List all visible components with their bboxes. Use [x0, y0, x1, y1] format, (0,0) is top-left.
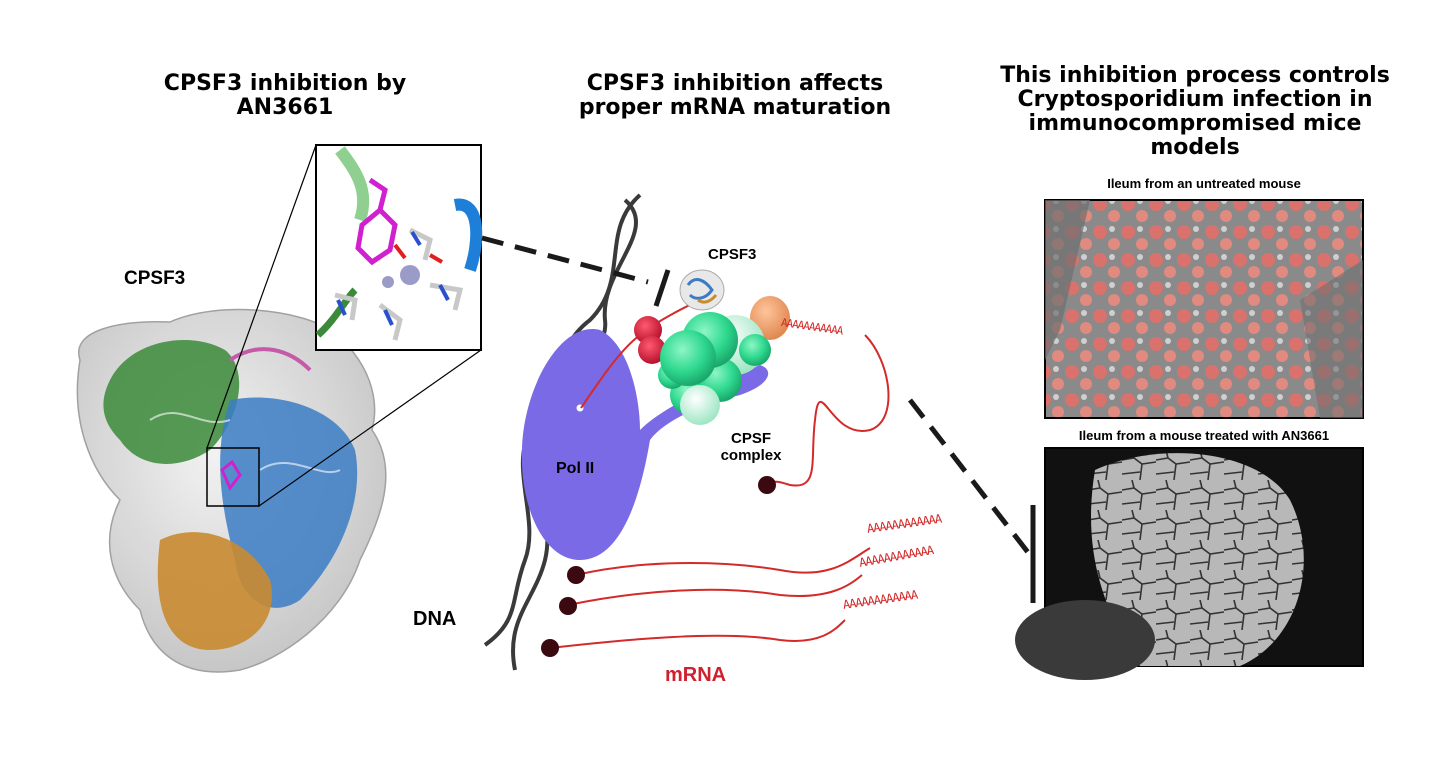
ligand-magenta — [355, 177, 398, 266]
pink-loop — [228, 347, 312, 372]
binding-site-inset — [315, 144, 483, 351]
ligand-small — [220, 459, 242, 491]
mature-mrnas — [541, 547, 871, 657]
untreated-caption: Ileum from an untreated mouse — [1107, 176, 1301, 191]
micrograph-untreated — [1044, 199, 1364, 419]
right-panel-title: This inhibition process controls Cryptos… — [1000, 63, 1390, 160]
cpsf3-complex-subunit-label: CPSF3 — [708, 246, 757, 263]
dna-label: DNA — [413, 608, 457, 630]
blue-domain — [220, 397, 358, 608]
inhibition-bar-left — [653, 269, 671, 307]
middle-panel-title: CPSF3 inhibition affects proper mRNA mat… — [578, 71, 892, 120]
polya-mrna-top — [758, 334, 890, 494]
mrna-label: mRNA — [665, 664, 727, 686]
inhibition-dash-right — [908, 398, 1032, 557]
cpsf3-mini-structure — [679, 269, 725, 311]
pol2-label: Pol II — [556, 460, 595, 477]
left-panel-title: CPSF3 inhibition by AN3661 — [163, 71, 407, 120]
micrograph-treated — [1015, 447, 1364, 680]
metal-ion — [400, 265, 420, 285]
cpsf-complex-label: CPSF complex — [720, 430, 782, 464]
inhibition-dash-left — [481, 235, 649, 285]
binding-site-box — [206, 447, 260, 507]
cpsf3-protein-structure — [76, 144, 482, 673]
cpsf3-protein-label: CPSF3 — [124, 268, 186, 289]
orange-domain — [157, 532, 272, 650]
green-domain — [103, 340, 240, 464]
cpsf-complex — [634, 296, 790, 425]
treated-caption: Ileum from a mouse treated with AN3661 — [1078, 428, 1330, 443]
